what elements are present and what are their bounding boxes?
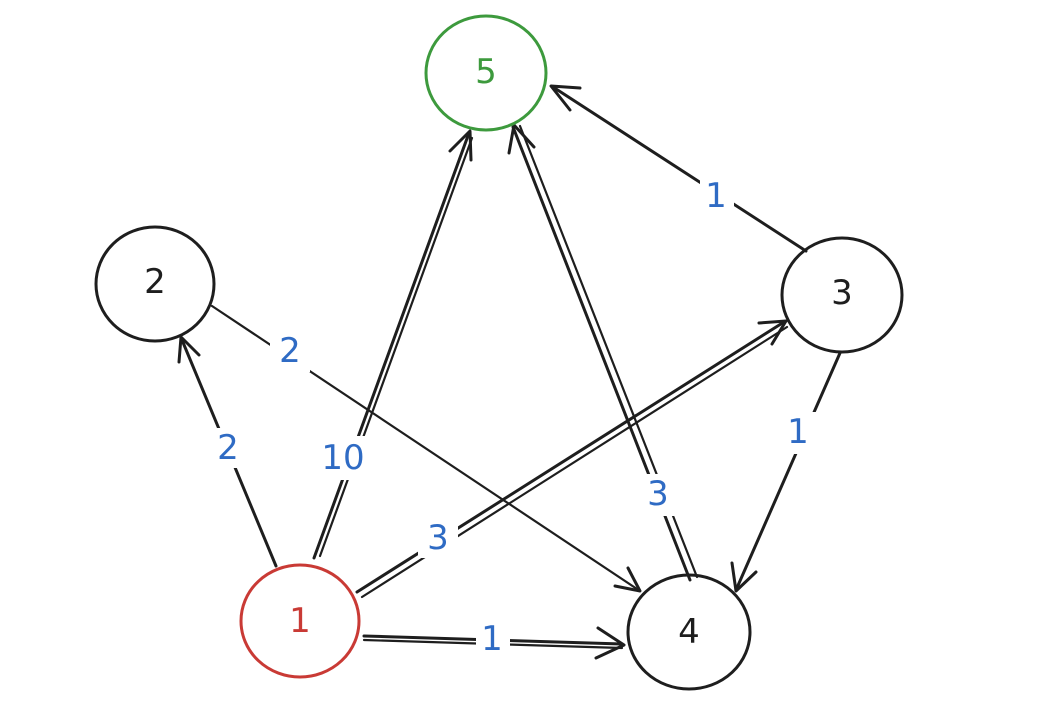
node-1-circle bbox=[239, 563, 361, 679]
weight-label-2-4: 2 bbox=[279, 331, 301, 371]
arrowhead-icon bbox=[757, 319, 788, 346]
node-4-label: 4 bbox=[678, 612, 700, 652]
arrowhead-icon bbox=[549, 84, 582, 112]
node-5-label: 5 bbox=[475, 52, 497, 92]
node-5[interactable]: 5 bbox=[424, 14, 548, 132]
edge-weights: 2 10 3 1 2 1 1 3 bbox=[208, 176, 816, 660]
node-2-circle bbox=[94, 225, 216, 343]
node-3-label: 3 bbox=[831, 273, 853, 313]
weight-label-1-3: 3 bbox=[427, 518, 449, 558]
arrowhead-icon bbox=[594, 626, 626, 660]
node-2[interactable]: 2 bbox=[94, 225, 216, 343]
edge-3-to-4 bbox=[730, 351, 842, 593]
edge-3-to-5 bbox=[549, 84, 808, 253]
node-4[interactable]: 4 bbox=[626, 573, 752, 691]
weight-label-1-2: 2 bbox=[217, 428, 239, 468]
arrowhead-icon bbox=[613, 566, 642, 593]
weight-label-4-5: 3 bbox=[647, 474, 669, 514]
node-4-circle bbox=[626, 573, 752, 691]
nodes: 1 2 3 4 5 bbox=[94, 14, 904, 691]
weight-label-1-5: 10 bbox=[321, 438, 364, 478]
weight-label-3-5: 1 bbox=[705, 176, 727, 216]
node-1[interactable]: 1 bbox=[239, 563, 361, 679]
arrowhead-icon bbox=[730, 561, 758, 593]
edge-1-to-5 bbox=[312, 129, 474, 560]
node-3-circle bbox=[780, 236, 904, 354]
arrowhead-icon bbox=[448, 129, 473, 162]
node-3[interactable]: 3 bbox=[780, 236, 904, 354]
weight-label-3-4: 1 bbox=[787, 412, 809, 452]
weight-label-1-4: 1 bbox=[481, 619, 503, 659]
node-2-label: 2 bbox=[144, 262, 166, 302]
node-1-label: 1 bbox=[289, 601, 311, 641]
node-5-circle bbox=[424, 14, 548, 132]
